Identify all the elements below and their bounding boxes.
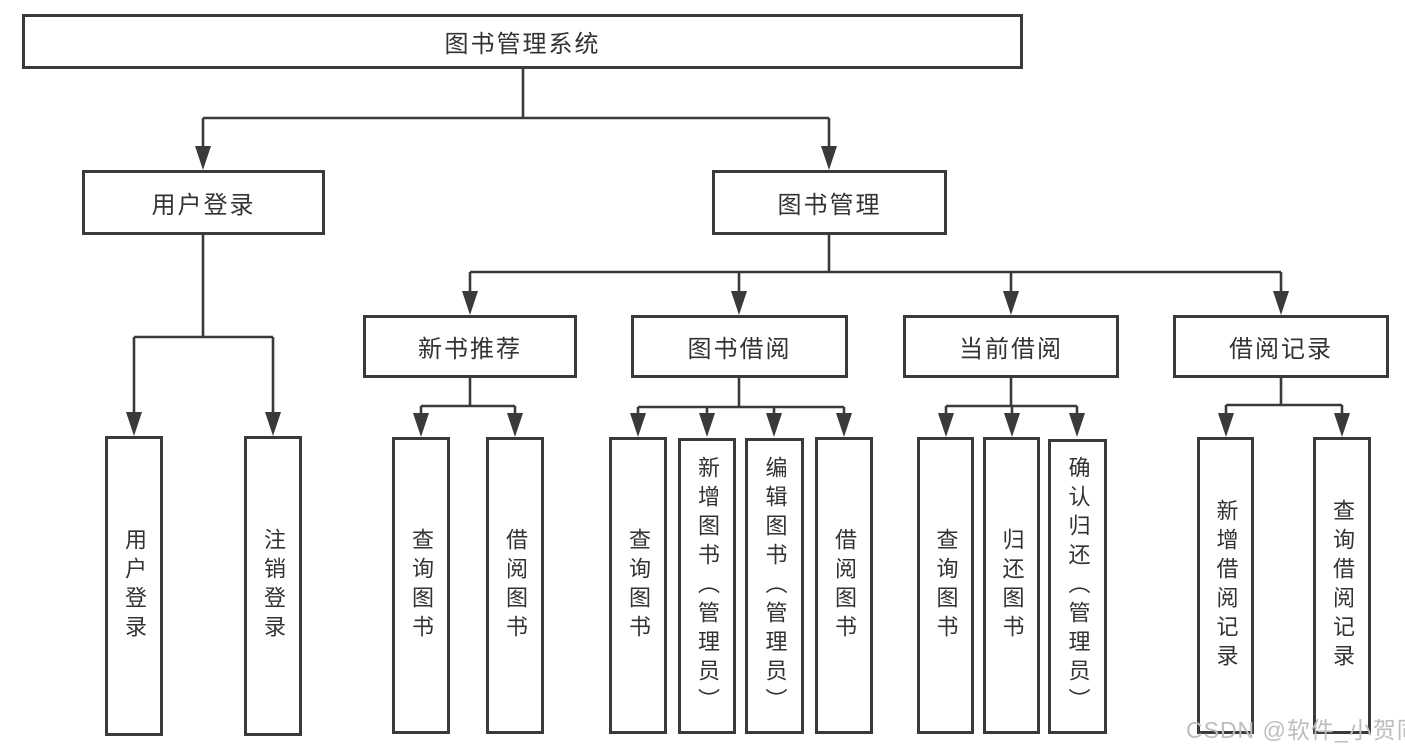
leaf-query-books-recommend: 查询图书: [392, 437, 450, 734]
node-user-login: 用户登录: [82, 170, 325, 235]
node-label: 借阅记录: [1229, 336, 1333, 363]
node-label: 图书管理: [777, 192, 882, 219]
leaf-user-login: 用户登录: [105, 436, 163, 736]
node-borrowing-records: 借阅记录: [1173, 315, 1389, 378]
leaf-edit-books-admin: 编辑图书（管理员）: [745, 438, 804, 734]
node-label: 注销登录: [261, 528, 286, 644]
node-label: 新书推荐: [418, 336, 522, 363]
node-label: 图书借阅: [687, 336, 792, 363]
leaf-confirm-return-admin: 确认归还（管理员）: [1048, 439, 1107, 734]
leaf-query-books-current: 查询图书: [917, 437, 974, 734]
node-label: 归还图书: [999, 527, 1025, 644]
node-label: 用户登录: [151, 192, 256, 219]
node-book-borrowing: 图书借阅: [631, 315, 848, 378]
node-library-management-system: 图书管理系统: [22, 14, 1023, 69]
node-label: 当前借阅: [959, 336, 1063, 363]
leaf-add-borrow-record: 新增借阅记录: [1197, 437, 1254, 734]
leaf-add-books-admin: 新增图书（管理员）: [678, 438, 736, 734]
csdn-watermark: CSDN @软件_小贺同学: [1186, 717, 1405, 743]
node-label: 新增图书（管理员）: [695, 455, 720, 717]
node-current-borrowing: 当前借阅: [903, 315, 1119, 378]
leaf-query-borrow-record: 查询借阅记录: [1313, 437, 1371, 734]
leaf-return-books: 归还图书: [983, 437, 1040, 734]
node-new-book-recommend: 新书推荐: [363, 315, 577, 378]
leaf-borrow-books-recommend: 借阅图书: [486, 437, 544, 734]
node-label: 用户登录: [122, 528, 147, 644]
node-label: 借阅图书: [503, 527, 528, 644]
node-label: 编辑图书（管理员）: [762, 455, 788, 717]
node-label: 查询借阅记录: [1330, 498, 1355, 673]
node-label: 确认归还（管理员）: [1065, 456, 1091, 717]
leaf-borrow-books-borrowing: 借阅图书: [815, 437, 873, 734]
node-label: 查询图书: [933, 527, 959, 644]
node-label: 查询图书: [626, 527, 651, 644]
arrowheads: [126, 146, 1350, 437]
leaf-query-books-borrowing: 查询图书: [609, 437, 667, 734]
node-label: 新增借阅记录: [1213, 498, 1239, 673]
node-book-management: 图书管理: [712, 170, 947, 235]
leaf-logout: 注销登录: [244, 436, 302, 736]
node-label: 图书管理系统: [444, 31, 601, 58]
node-label: 借阅图书: [832, 527, 857, 644]
node-label: 查询图书: [409, 527, 434, 644]
